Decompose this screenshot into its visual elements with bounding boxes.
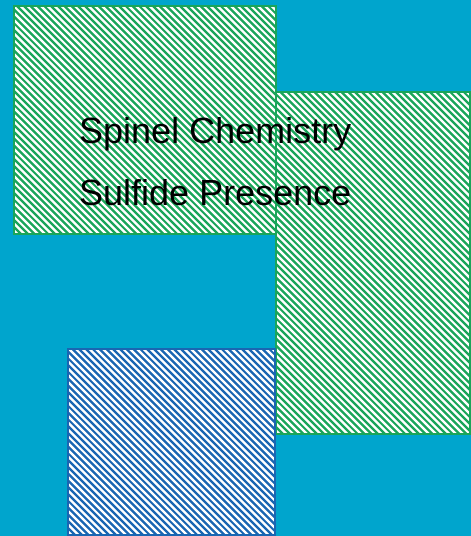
green-hatched-block-top-left xyxy=(13,5,277,235)
caption-text: Spinel Chemistry Sulfide Presence xyxy=(79,100,351,224)
blue-hatched-block-bottom xyxy=(67,348,276,536)
caption-line-spinel: Spinel Chemistry xyxy=(79,110,352,151)
green-hatched-block-right xyxy=(275,91,471,435)
caption-line-sulfide: Sulfide Presence xyxy=(79,172,352,213)
